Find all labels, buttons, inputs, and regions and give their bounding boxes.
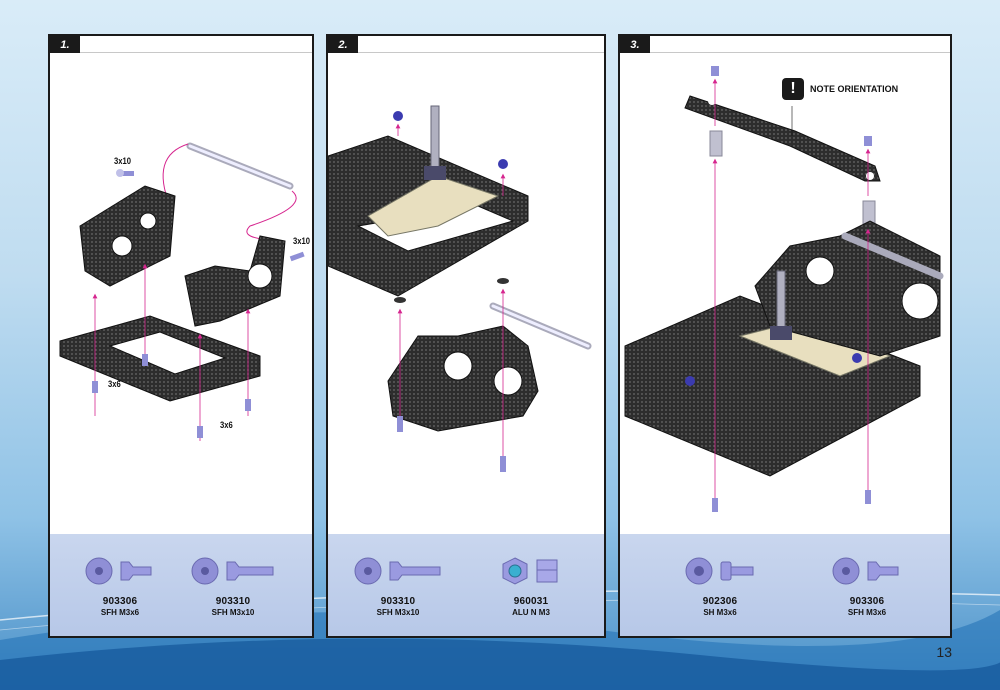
nut-icon [501, 556, 561, 591]
part-description: SH M3x6 [703, 608, 737, 617]
step-3-panel: 3. [618, 34, 952, 638]
part-item: 902306 SH M3x6 [665, 556, 775, 617]
part-code: 903306 [849, 596, 885, 607]
note-text: NOTE ORIENTATION [810, 84, 899, 94]
step-3-illustration [624, 66, 944, 512]
part-code: 903310 [215, 596, 251, 607]
part-code: 903306 [102, 596, 138, 607]
step-1-panel: 1. [48, 34, 314, 638]
header-rule [80, 52, 312, 53]
part-code: 902306 [702, 596, 738, 607]
screw-label: 3x10 [293, 236, 311, 246]
screw [116, 169, 134, 177]
axle-rod [186, 142, 294, 190]
part-code: 960031 [513, 596, 549, 607]
flat-head-screw-icon [832, 556, 902, 591]
flat-head-screw-icon [354, 556, 442, 591]
part-item: 903306 SFH M3x6 [65, 556, 175, 617]
part-item: 960031 ALU N M3 [476, 556, 586, 617]
screw-label: 3x6 [108, 379, 121, 389]
header-rule [650, 52, 950, 53]
part-description: ALU N M3 [512, 608, 550, 617]
step-number: 3. [620, 36, 650, 53]
flat-head-screw-icon [85, 556, 155, 591]
socket-head-screw-icon [685, 556, 755, 591]
part-description: SFH M3x6 [100, 608, 140, 617]
part-item: 903306 SFH M3x6 [812, 556, 922, 617]
screw-label: 3x10 [114, 156, 132, 166]
step-number: 2. [328, 36, 358, 53]
parts-bar: 903310 SFH M3x10 960031 ALU N M3 [328, 534, 604, 636]
screw [289, 251, 305, 262]
parts-bar: 903306 SFH M3x6 903310 SFH M3x10 [50, 534, 312, 636]
step-2-illustration [328, 105, 592, 472]
parts-bar: 902306 SH M3x6 903306 SFH M3x6 [620, 534, 950, 636]
exclamation-icon: ! [782, 78, 804, 100]
part-description: SFH M3x10 [211, 608, 255, 617]
note-orientation: ! NOTE ORIENTATION [782, 78, 898, 100]
header-rule [358, 52, 604, 53]
part-description: SFH M3x10 [376, 608, 420, 617]
step-number: 1. [50, 36, 80, 53]
flat-head-screw-icon [191, 556, 275, 591]
part-description: SFH M3x6 [847, 608, 887, 617]
step-1-illustration [59, 142, 305, 441]
page-number: 13 [936, 644, 952, 660]
part-code: 903310 [380, 596, 416, 607]
part-item: 903310 SFH M3x10 [343, 556, 453, 617]
step-2-panel: 2. [326, 34, 606, 638]
part-item: 903310 SFH M3x10 [178, 556, 288, 617]
screw-label: 3x6 [220, 420, 233, 430]
